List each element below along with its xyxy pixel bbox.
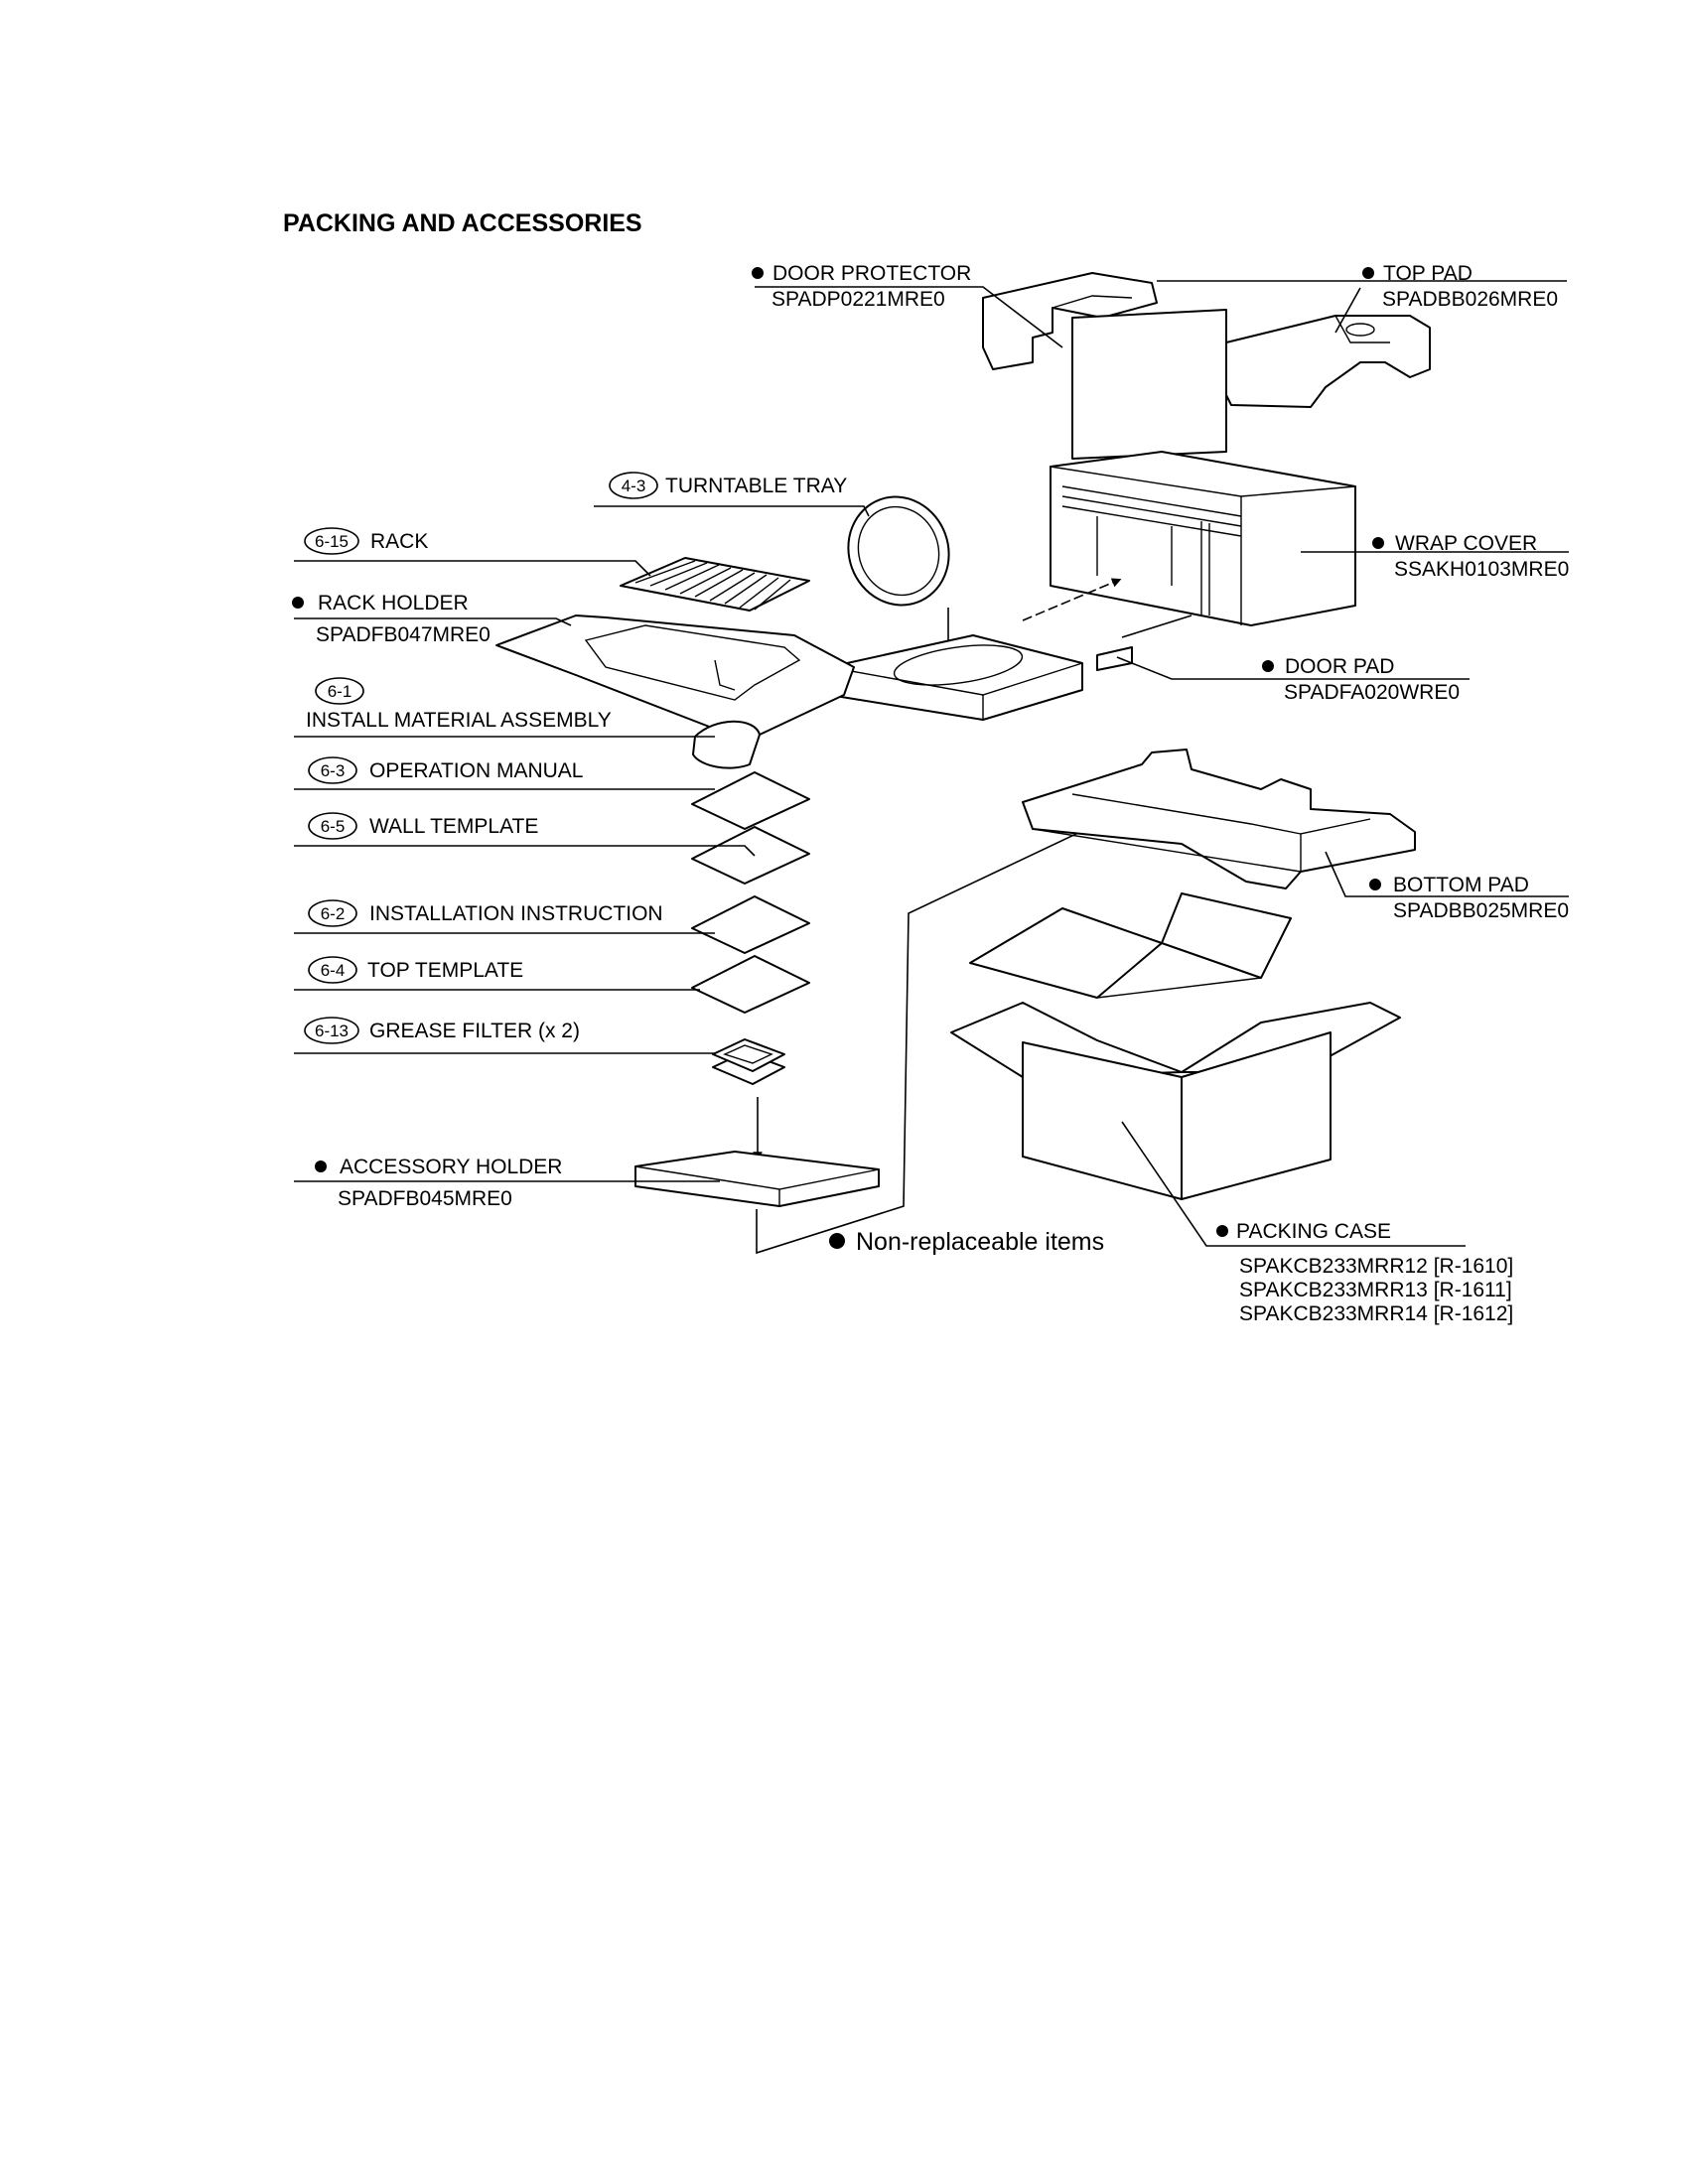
rack-label: 6-15 RACK	[294, 527, 651, 577]
top-pad-drawing	[982, 272, 1431, 408]
rack-holder-label: RACK HOLDER SPADFB047MRE0	[292, 592, 572, 646]
top-template-label: 6-4 TOP TEMPLATE	[294, 956, 700, 991]
grease-filter-drawing	[712, 1038, 785, 1085]
insert-arrow	[1022, 578, 1122, 621]
svg-text:SPADBB025MRE0: SPADBB025MRE0	[1393, 899, 1569, 922]
wall-template-label: 6-5 WALL TEMPLATE	[294, 812, 756, 857]
svg-text:SPADBB026MRE0: SPADBB026MRE0	[1382, 288, 1558, 311]
operation-manual-label: 6-3 OPERATION MANUAL	[294, 756, 715, 790]
bottom-pad-drawing	[1022, 749, 1416, 889]
turntable-tray-label: 4-3 TURNTABLE TRAY	[594, 472, 870, 517]
door-pad-label: DOOR PAD SPADFA020WRE0	[1116, 614, 1470, 704]
svg-text:SPAKCB233MRR13 [R-1611]: SPAKCB233MRR13 [R-1611]	[1239, 1279, 1512, 1301]
svg-text:6-13: 6-13	[315, 1022, 349, 1040]
installation-instruction-label: 6-2 INSTALLATION INSTRUCTION	[294, 899, 715, 934]
svg-text:Non-replaceable items: Non-replaceable items	[856, 1228, 1104, 1256]
accessory-holder-drawing	[634, 1151, 880, 1207]
grease-filter-label: 6-13 GREASE FILTER (x 2)	[294, 1017, 715, 1054]
wall-template-drawing	[691, 826, 810, 885]
turntable-tray-drawing	[847, 495, 953, 662]
rack-drawing	[620, 557, 810, 612]
install-material-drawing	[692, 720, 761, 769]
svg-text:6-5: 6-5	[321, 817, 346, 836]
operation-manual-drawing	[691, 771, 810, 830]
svg-text:INSTALL MATERIAL ASSEMBLY: INSTALL MATERIAL ASSEMBLY	[306, 709, 612, 732]
svg-text:6-4: 6-4	[321, 961, 346, 980]
top-template-drawing	[691, 955, 810, 1014]
svg-text:GREASE FILTER (x 2): GREASE FILTER (x 2)	[369, 1020, 580, 1042]
svg-text:SPAKCB233MRR12 [R-1610]: SPAKCB233MRR12 [R-1610]	[1239, 1255, 1513, 1278]
bottom-pad-label: BOTTOM PAD SPADBB025MRE0	[1325, 851, 1569, 922]
install-material-label: 6-1 INSTALL MATERIAL ASSEMBLY	[294, 677, 715, 738]
svg-text:TOP PAD: TOP PAD	[1383, 262, 1473, 285]
svg-text:SPADFB045MRE0: SPADFB045MRE0	[338, 1187, 512, 1210]
svg-text:OPERATION MANUAL: OPERATION MANUAL	[369, 759, 583, 782]
svg-text:WALL TEMPLATE: WALL TEMPLATE	[369, 815, 538, 838]
installation-instruction-drawing	[691, 895, 810, 954]
svg-text:4-3: 4-3	[622, 477, 646, 495]
svg-text:6-3: 6-3	[321, 761, 346, 780]
svg-text:PACKING CASE: PACKING CASE	[1236, 1220, 1391, 1243]
top-pad-label: TOP PAD SPADBB026MRE0	[1157, 262, 1567, 334]
svg-text:SPADP0221MRE0: SPADP0221MRE0	[772, 288, 945, 311]
svg-text:SPADFB047MRE0: SPADFB047MRE0	[316, 623, 491, 646]
svg-text:ACCESSORY HOLDER: ACCESSORY HOLDER	[340, 1156, 562, 1178]
accessory-holder-label: ACCESSORY HOLDER SPADFB045MRE0	[294, 1156, 720, 1210]
svg-text:6-2: 6-2	[321, 904, 346, 923]
svg-text:TOP TEMPLATE: TOP TEMPLATE	[367, 959, 523, 982]
svg-text:SSAKH0103MRE0: SSAKH0103MRE0	[1394, 558, 1569, 581]
door-protector-drawing	[1071, 309, 1227, 460]
svg-text:TURNTABLE TRAY: TURNTABLE TRAY	[665, 475, 847, 497]
svg-text:SPADFA020WRE0: SPADFA020WRE0	[1284, 681, 1460, 704]
legend: Non-replaceable items	[829, 1228, 1104, 1256]
svg-text:6-15: 6-15	[315, 532, 349, 551]
svg-text:RACK: RACK	[370, 530, 428, 553]
door-protector-label: DOOR PROTECTOR SPADP0221MRE0	[752, 262, 1063, 348]
svg-text:INSTALLATION INSTRUCTION: INSTALLATION INSTRUCTION	[369, 902, 663, 925]
svg-text:SPAKCB233MRR14 [R-1612]: SPAKCB233MRR14 [R-1612]	[1239, 1302, 1513, 1325]
packing-case-drawing	[950, 892, 1401, 1200]
turntable-pad-drawing	[828, 634, 1083, 721]
svg-text:RACK HOLDER: RACK HOLDER	[318, 592, 469, 614]
rack-holder-drawing	[495, 614, 855, 736]
wrap-cover-drawing	[1050, 451, 1356, 626]
packing-case-label: PACKING CASE SPAKCB233MRR12 [R-1610] SPA…	[1121, 1121, 1513, 1325]
svg-text:6-1: 6-1	[328, 682, 352, 701]
svg-text:BOTTOM PAD: BOTTOM PAD	[1393, 874, 1529, 896]
svg-text:DOOR PROTECTOR: DOOR PROTECTOR	[772, 262, 971, 285]
door-pad-drawing	[1096, 646, 1133, 671]
svg-text:DOOR PAD: DOOR PAD	[1285, 655, 1394, 678]
svg-text:WRAP COVER: WRAP COVER	[1395, 532, 1537, 555]
wrap-cover-label: WRAP COVER SSAKH0103MRE0	[1301, 532, 1569, 581]
page-title: PACKING AND ACCESSORIES	[283, 209, 642, 237]
